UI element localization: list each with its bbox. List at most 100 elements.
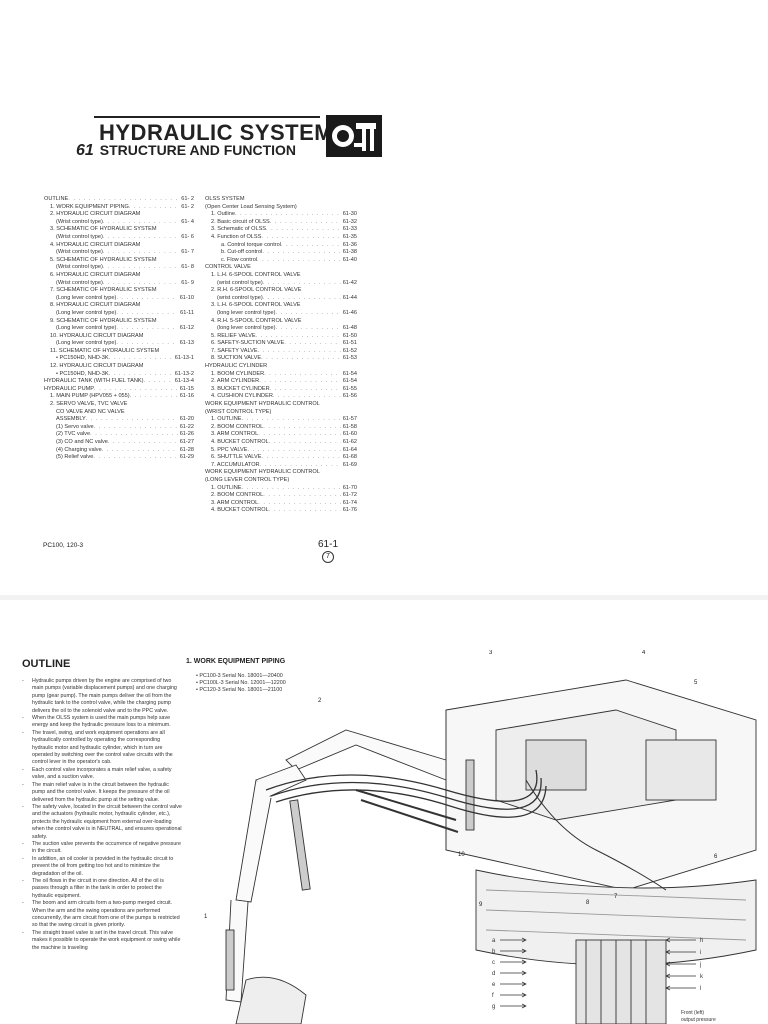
toc-entry-label: 3. BUCKET CYLINDER: [211, 385, 270, 392]
toc-entry-page: 61-30: [342, 211, 357, 218]
outline-heading: OUTLINE: [22, 658, 71, 670]
toc-entry: 11. SCHEMATIC OF HYDRAULIC SYSTEM: [44, 348, 194, 356]
toc-leader: [157, 318, 192, 326]
toc-entry-page: [192, 226, 194, 234]
toc-entry-page: [192, 318, 194, 326]
toc-entry-page: 61-15: [179, 385, 194, 392]
toc-entry-label: (wrist control type): [217, 279, 263, 286]
port-arrow-icon: [665, 985, 696, 991]
toc-leader: . . . . . . . . . . . . . . . . . . . . …: [269, 218, 341, 225]
toc-entry-page: 61-36: [342, 241, 357, 248]
toc-entry-label: WORK EQUIPMENT HYDRAULIC CONTROL: [205, 401, 320, 408]
toc-leader: . . . . . . . . . . . . . . . . . . . . …: [263, 492, 340, 499]
toc-entry-page: [355, 264, 357, 272]
bullet-mark: -: [22, 929, 24, 936]
callout-number: 6: [714, 854, 718, 860]
toc-leader: . . . . . . . . . . . . . . . . . . . . …: [241, 484, 340, 491]
toc-entry-label: ASSEMBLY: [56, 416, 86, 423]
toc-entry: 8. HYDRAULIC CIRCUIT DIAGRAM: [44, 302, 194, 310]
port-arrow-icon: [500, 948, 527, 954]
toc-entry-page: 61-70: [342, 484, 357, 491]
toc-entry: • PC150HD, NHD-3K . . . . . . . . . . . …: [44, 355, 194, 363]
toc-entry-label: 6. HYDRAULIC CIRCUIT DIAGRAM: [50, 271, 141, 278]
toc-leader: . . . . . . . . . . . . . . . . . . . . …: [255, 332, 341, 339]
toc-entry: 5. RELIEF VALVE . . . . . . . . . . . . …: [205, 333, 357, 341]
toc-entry-page: 61-42: [342, 279, 357, 286]
bullet-text: The safety valve, located in the circuit…: [32, 803, 182, 840]
toc-entry: 3. ARM CONTROL . . . . . . . . . . . . .…: [205, 431, 357, 439]
toc-entry: (long lever control type) . . . . . . . …: [205, 325, 357, 333]
chapter-title: HYDRAULIC SYSTEM: [99, 120, 334, 145]
bullet-text: Each control valve incorporates a main r…: [32, 766, 172, 781]
callout-number: 8: [586, 900, 590, 906]
port-label: d: [492, 971, 495, 977]
bullet-text: In addition, an oil cooler is provided i…: [32, 855, 174, 877]
toc-leader: [301, 302, 355, 310]
toc-entry-page: 61- 2: [181, 203, 194, 210]
toc-entry-label: 7. ACCUMULATOR: [211, 461, 260, 468]
toc-entry-label: (Wrist control type): [56, 218, 103, 225]
toc-leader: . . . . . . . . . . . . . . . . . . . . …: [143, 378, 172, 385]
toc-entry: 6. SHUTTLE VALVE . . . . . . . . . . . .…: [205, 454, 357, 462]
revision-mark: 7: [322, 551, 334, 563]
toc-entry-label: 4. Function of OLSS: [211, 233, 262, 240]
toc-entry-page: 61- 2: [181, 196, 194, 202]
toc-entry-label: 4. HYDRAULIC CIRCUIT DIAGRAM: [50, 241, 141, 248]
toc-leader: [271, 409, 355, 417]
toc-entry-label: c. Flow control: [221, 256, 258, 263]
toc-entry: 2. Basic circuit of OLSS . . . . . . . .…: [205, 219, 357, 227]
toc-leader: . . . . . . . . . . . . . . . . . . . . …: [90, 431, 178, 438]
outline-bullet: -The main relief valve is in the circuit…: [22, 782, 182, 804]
figure-note-1: Front (left): [681, 1010, 704, 1016]
outline-bullets: -Hydraulic pumps driven by the engine ar…: [22, 678, 182, 952]
toc-entry-page: 61-22: [179, 423, 194, 430]
toc-entry-page: 61-28: [179, 446, 194, 453]
toc-entry-page: 61-50: [342, 332, 357, 339]
toc-entry: b. Cut-off control . . . . . . . . . . .…: [205, 249, 357, 257]
toc-entry: 2. HYDRAULIC CIRCUIT DIAGRAM: [44, 211, 194, 219]
port-label: g: [492, 1004, 495, 1010]
toc-entry: 1. BOOM CYLINDER . . . . . . . . . . . .…: [205, 371, 357, 379]
toc-entry-page: 61-13: [179, 340, 194, 347]
toc-entry-page: 61-46: [342, 309, 357, 316]
footer-model: PC100, 120-3: [43, 542, 84, 549]
toc-entry: HYDRAULIC PUMP . . . . . . . . . . . . .…: [44, 386, 194, 394]
port-label: j: [699, 962, 701, 968]
toc-leader: . . . . . . . . . . . . . . . . . . . . …: [234, 211, 341, 218]
toc-entry-label: 7. SAFETY VALVE: [211, 347, 258, 354]
toc-leader: . . . . . . . . . . . . . . . . . . . . …: [266, 226, 341, 233]
toc-entry-page: [355, 477, 357, 485]
toc-entry-label: (long lever control type): [217, 309, 276, 316]
toc-leader: . . . . . . . . . . . . . . . . . . . . …: [275, 325, 340, 332]
toc-entry-page: [192, 257, 194, 265]
toc-leader: . . . . . . . . . . . . . . . . . . . . …: [272, 393, 341, 400]
toc-entry: OUTLINE . . . . . . . . . . . . . . . . …: [44, 196, 194, 204]
toc-entry-page: 61-53: [342, 355, 357, 362]
toc-entry-page: [355, 204, 357, 212]
section-number: 61: [76, 142, 94, 159]
toc-entry-label: (wrist control type): [217, 294, 263, 301]
toc-entry-label: 12. HYDRAULIC CIRCUIT DIAGRAM: [50, 363, 144, 370]
toc-entry-label: HYDRAULIC TANK (WITH FUEL TANK): [44, 378, 144, 385]
bullet-mark: -: [22, 855, 24, 862]
toc-leader: . . . . . . . . . . . . . . . . . . . . …: [93, 423, 178, 430]
toc-entry-page: 61-12: [179, 325, 194, 332]
toc-leader: [157, 287, 192, 295]
toc-leader: [125, 409, 192, 417]
toc-entry: WORK EQUIPMENT HYDRAULIC CONTROL: [205, 469, 357, 477]
port-label: k: [700, 974, 704, 980]
toc-leader: . . . . . . . . . . . . . . . . . . . . …: [268, 439, 341, 445]
toc-entry: (Long lever control type) . . . . . . . …: [44, 295, 194, 303]
toc-entry-page: 61-40: [342, 256, 357, 263]
port-arrow-icon: [500, 970, 527, 976]
toc-entry-page: 61-48: [342, 325, 357, 332]
toc-entry: (Long lever control type) . . . . . . . …: [44, 340, 194, 348]
toc-entry-page: [355, 469, 357, 477]
toc-entry-page: [192, 287, 194, 295]
piping-heading: 1. WORK EQUIPMENT PIPING: [186, 658, 286, 665]
toc-entry: 5. PPC VALVE . . . . . . . . . . . . . .…: [205, 447, 357, 455]
toc-entry: (1) Servo valve . . . . . . . . . . . . …: [44, 424, 194, 432]
port-label: h: [700, 938, 703, 944]
toc-entry-page: 61-54: [342, 370, 357, 377]
